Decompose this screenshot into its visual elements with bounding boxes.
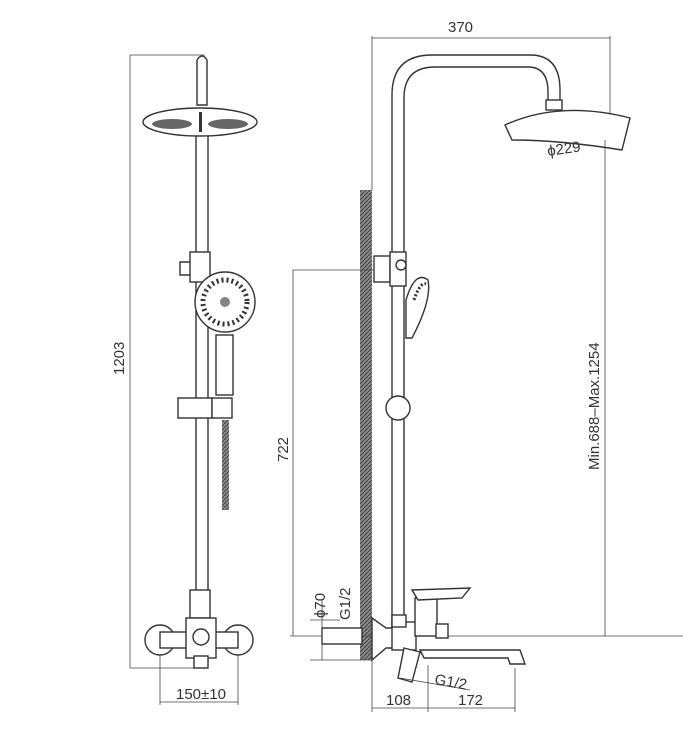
shower-arm-inner	[403, 66, 549, 625]
front-view: 1203 150±10	[111, 54, 258, 705]
head-connector	[545, 99, 563, 111]
leader-line	[399, 677, 471, 691]
label-flange-diameter: ϕ70	[312, 593, 329, 618]
rain-head-side	[504, 109, 631, 151]
diverter-valve	[189, 589, 211, 619]
slider-ball	[385, 395, 411, 421]
handshower-nozzles	[200, 277, 250, 327]
mixer-cap	[435, 623, 449, 639]
label-head-height-range: Min.688–Max.1254	[586, 342, 603, 470]
handshower-bracket	[189, 251, 211, 283]
slider	[177, 397, 213, 419]
label-outlet-thread: G1/2	[433, 671, 468, 693]
label-inlet-thread: G1/2	[337, 587, 354, 620]
handshower-side	[405, 276, 430, 339]
label-total-height: 1203	[111, 342, 128, 375]
mixer-body-side	[414, 597, 438, 637]
rain-head-nozzles	[152, 112, 248, 132]
side-view: 370 ϕ229 Min.688–Max.1254 722 ϕ70 G1/2	[275, 19, 683, 712]
inlet-pipe	[321, 627, 363, 645]
label-arm-reach: 370	[448, 19, 473, 36]
hose	[222, 420, 229, 510]
slider-holder	[211, 397, 233, 419]
wall-hatch	[360, 190, 372, 660]
shower-outlet	[397, 647, 421, 683]
shower-arm-outer	[391, 54, 561, 625]
bracket-screw	[395, 259, 407, 271]
spout	[418, 649, 526, 665]
label-mixer-depth: 108	[386, 692, 411, 709]
spout-front	[193, 655, 209, 669]
label-bracket-height: 722	[275, 437, 292, 462]
wall-bracket	[373, 255, 391, 283]
label-inlet-spacing: 150±10	[176, 686, 226, 703]
label-head-diameter: ϕ229	[546, 138, 581, 159]
riser-top	[196, 55, 208, 106]
riser-pole	[195, 129, 209, 596]
pole-nut	[391, 614, 407, 628]
mixer-knob	[192, 628, 210, 646]
handshower-nozzles-side	[412, 282, 427, 301]
mixer-lever	[410, 587, 472, 601]
handshower-handle	[215, 334, 234, 396]
label-spout-length: 172	[458, 692, 483, 709]
